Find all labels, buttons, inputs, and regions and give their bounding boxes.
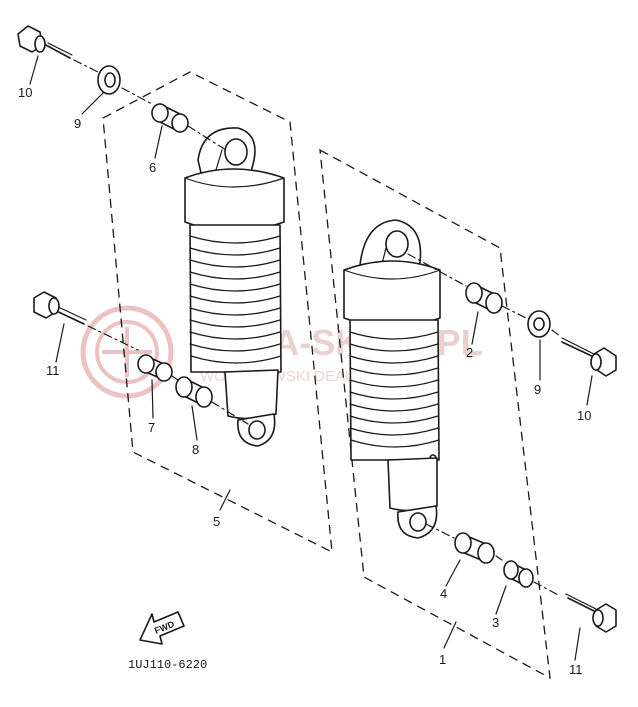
- callout-7: 7: [148, 420, 155, 435]
- callout-3: 3: [492, 615, 499, 630]
- callout-5: 5: [213, 514, 220, 529]
- fwd-arrow-icon: FWD: [139, 611, 185, 645]
- callout-4: 4: [440, 586, 447, 601]
- washer-9-top: [97, 65, 121, 95]
- callout-11-right: 11: [569, 662, 583, 677]
- collar-6: [151, 103, 189, 133]
- bolt-10-right: [561, 337, 617, 377]
- axis-line-top-right: [407, 253, 561, 337]
- callout-9-right: 9: [534, 382, 541, 397]
- assembly-box-1: [319, 148, 551, 680]
- bolt-10-top: [17, 25, 73, 59]
- callout-11-left: 11: [46, 363, 60, 378]
- callout-9-top: 9: [74, 116, 81, 131]
- collar-3: [503, 560, 534, 588]
- collar-2: [465, 282, 503, 314]
- assembly-box-5: [102, 71, 333, 554]
- right-shock-absorber: [343, 219, 441, 539]
- bolt-11-left: [33, 291, 87, 325]
- collar-8: [175, 376, 213, 408]
- axis-line-bottom-right: [425, 523, 561, 597]
- part-code: 1UJ110-6220: [128, 658, 207, 672]
- washer-9-right: [527, 310, 551, 338]
- callout-10-right: 10: [577, 408, 591, 423]
- callout-1: 1: [439, 652, 446, 667]
- bolt-11-right: [565, 593, 617, 633]
- left-shock-absorber: [184, 127, 285, 447]
- callout-8: 8: [192, 442, 199, 457]
- callout-6: 6: [149, 160, 156, 175]
- axis-line-bottom-left: [87, 325, 249, 425]
- leader-lines: [29, 55, 593, 661]
- collar-7: [137, 354, 173, 382]
- callout-10-top: 10: [18, 85, 32, 100]
- callout-2: 2: [466, 345, 473, 360]
- axis-line-top-left: [73, 59, 227, 151]
- collar-4: [454, 532, 495, 564]
